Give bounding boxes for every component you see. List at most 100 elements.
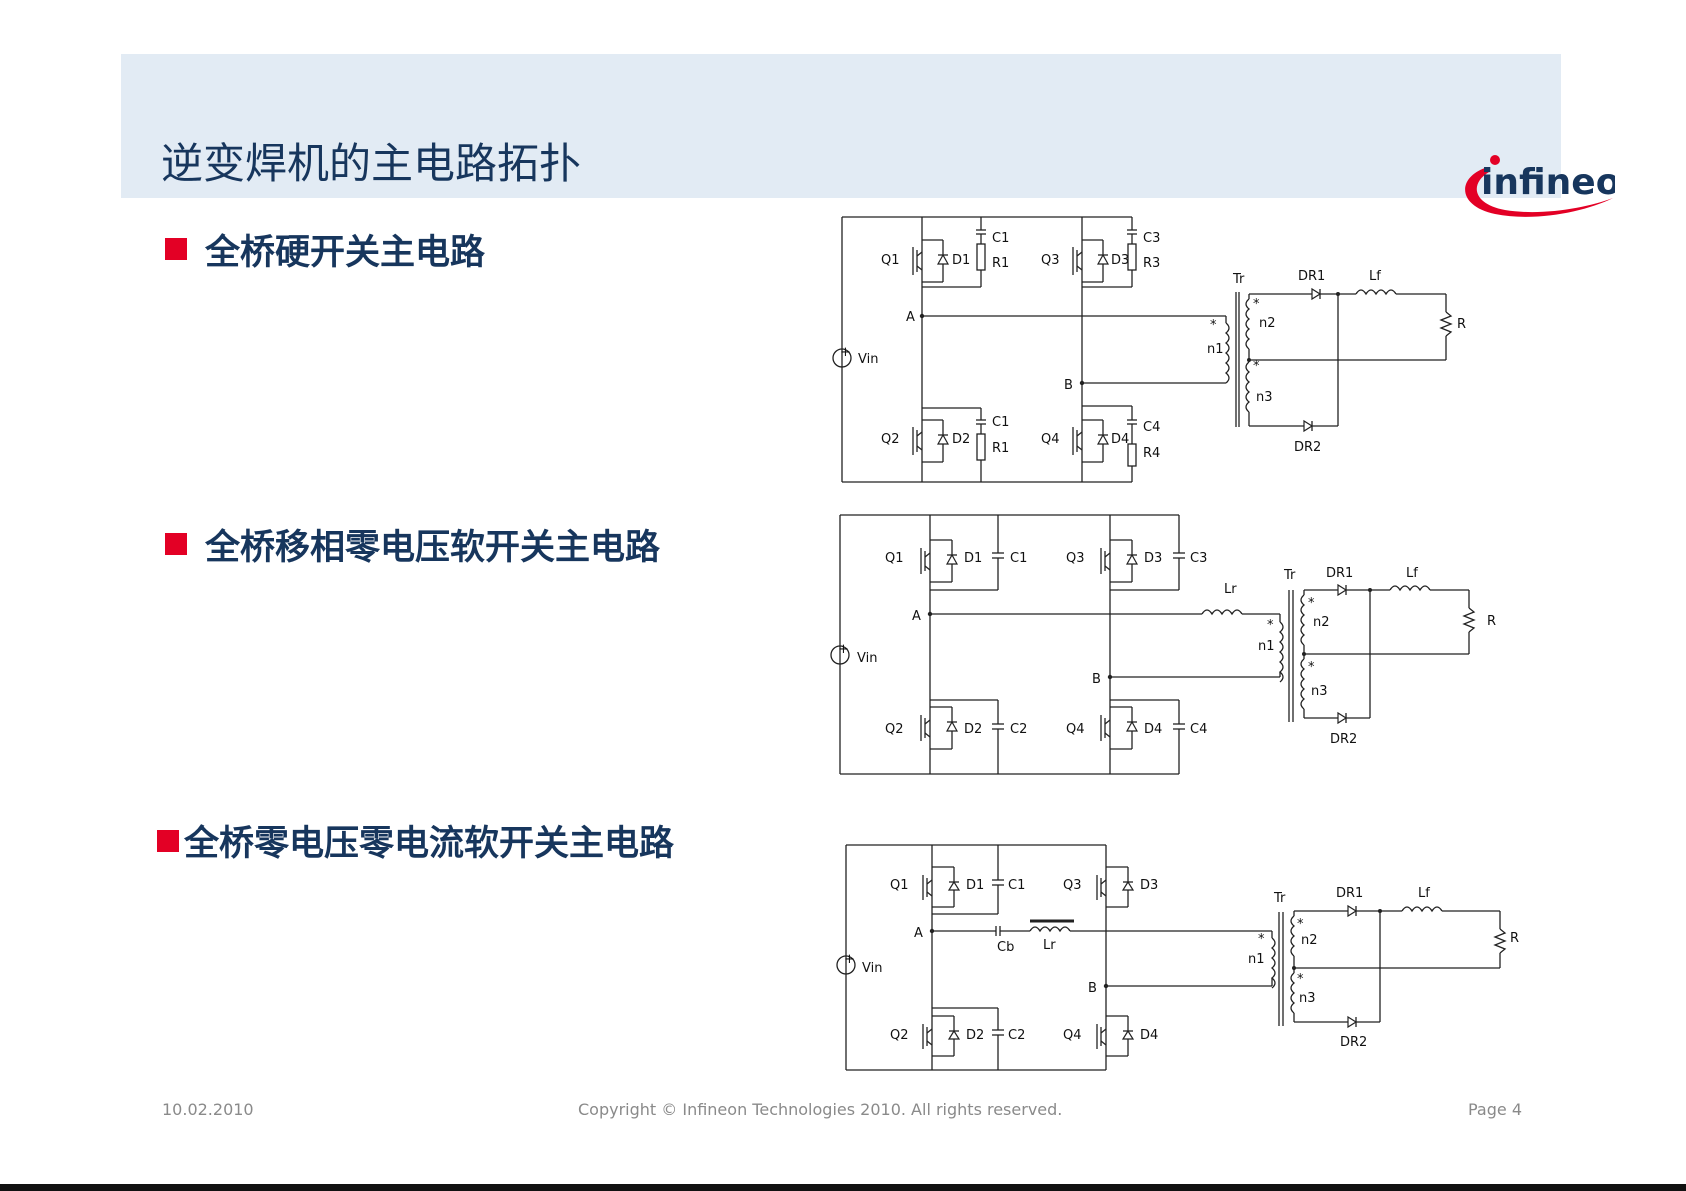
svg-text:Lf: Lf — [1406, 566, 1418, 581]
label-n3: n3 — [1256, 390, 1273, 405]
bottom-border — [0, 1184, 1686, 1191]
svg-text:*: * — [1308, 660, 1315, 675]
label-q1: Q1 — [881, 253, 900, 268]
svg-text:Q1: Q1 — [885, 551, 904, 566]
svg-text:A: A — [912, 609, 921, 624]
label-lf: Lf — [1369, 269, 1381, 284]
svg-text:D2: D2 — [964, 722, 982, 737]
bullet-text-3: 全桥零电压零电流软开关主电路 — [184, 824, 675, 864]
svg-text:D4: D4 — [1144, 722, 1162, 737]
svg-text:DR2: DR2 — [1340, 1035, 1367, 1050]
svg-text:Vin: Vin — [857, 651, 877, 666]
svg-text:n3: n3 — [1311, 684, 1328, 699]
svg-text:*: * — [1253, 297, 1260, 312]
svg-text:*: * — [1297, 972, 1304, 987]
svg-text:*: * — [1297, 917, 1304, 932]
svg-text:Tr: Tr — [1283, 568, 1296, 583]
svg-text:B: B — [1088, 981, 1097, 996]
svg-text:D3: D3 — [1140, 878, 1158, 893]
label-d2: D2 — [952, 432, 970, 447]
svg-text:Vin: Vin — [862, 961, 882, 976]
svg-text:Q1: Q1 — [890, 878, 909, 893]
svg-text:D3: D3 — [1144, 551, 1162, 566]
circuit-diagram-phase-shift-zvs: + Vin A Q1 D1 C1 Q2 D2 C2 B Q3 D3 C3 Q4 … — [830, 514, 1496, 775]
svg-text:Q3: Q3 — [1066, 551, 1085, 566]
label-cb: Cb — [997, 940, 1014, 955]
label-lr: Lr — [1224, 582, 1237, 597]
svg-text:n1: n1 — [1258, 639, 1275, 654]
label-n2: n2 — [1259, 316, 1276, 331]
svg-text:D1: D1 — [966, 878, 984, 893]
bullet-marker — [157, 830, 179, 852]
svg-text:C4: C4 — [1190, 722, 1207, 737]
label-vin: Vin — [858, 352, 878, 367]
svg-text:C3: C3 — [1190, 551, 1207, 566]
svg-text:R1: R1 — [992, 441, 1009, 456]
label-tr: Tr — [1232, 272, 1245, 287]
bullet-text-2: 全桥移相零电压软开关主电路 — [205, 528, 661, 568]
svg-text:R: R — [1487, 614, 1496, 629]
svg-text:R1: R1 — [992, 256, 1009, 271]
bullet-text-1: 全桥硬开关主电路 — [205, 233, 486, 273]
footer-copyright: Copyright © Infineon Technologies 2010. … — [578, 1100, 1063, 1119]
svg-text:B: B — [1092, 672, 1101, 687]
circuit-diagram-zvzcs: + Vin A Cb Lr Q1 D1 C1 Q2 D2 C2 B Q3 D3 … — [836, 844, 1519, 1071]
svg-text:n2: n2 — [1313, 615, 1330, 630]
svg-text:C2: C2 — [1010, 722, 1027, 737]
page-title: 逆变焊机的主电路拓扑 — [161, 139, 582, 188]
node-b: B — [1064, 378, 1073, 393]
svg-text:Q4: Q4 — [1066, 722, 1085, 737]
label-q4: Q4 — [1041, 432, 1060, 447]
svg-text:A: A — [914, 926, 923, 941]
label-q2: Q2 — [881, 432, 900, 447]
label-dr1: DR1 — [1298, 269, 1325, 284]
label-d1: D1 — [952, 253, 970, 268]
bullet-marker — [165, 238, 187, 260]
footer-page-number: Page 4 — [1468, 1100, 1522, 1119]
svg-text:n3: n3 — [1299, 991, 1316, 1006]
footer-date: 10.02.2010 — [162, 1100, 254, 1119]
svg-text:R4: R4 — [1143, 446, 1160, 461]
svg-text:C3: C3 — [1143, 231, 1160, 246]
svg-text:DR1: DR1 — [1336, 886, 1363, 901]
label-dr2: DR2 — [1294, 440, 1321, 455]
label-n1: n1 — [1207, 342, 1224, 357]
svg-text:D1: D1 — [964, 551, 982, 566]
svg-text:Q2: Q2 — [885, 722, 904, 737]
infineon-logo: infineon — [1465, 155, 1615, 217]
svg-text:C2: C2 — [1008, 1028, 1025, 1043]
svg-text:*: * — [1253, 359, 1260, 374]
svg-text:R3: R3 — [1143, 256, 1160, 271]
svg-text:*: * — [1308, 596, 1315, 611]
svg-text:infineon: infineon — [1481, 162, 1615, 203]
svg-text:C1: C1 — [992, 415, 1009, 430]
svg-text:*: * — [1267, 618, 1274, 633]
svg-text:R: R — [1510, 931, 1519, 946]
svg-text:C1: C1 — [992, 231, 1009, 246]
svg-text:DR1: DR1 — [1326, 566, 1353, 581]
header-band: 逆变焊机的主电路拓扑 infineon — [121, 54, 1615, 217]
svg-text:DR2: DR2 — [1330, 732, 1357, 747]
svg-text:C4: C4 — [1143, 420, 1160, 435]
svg-text:Q2: Q2 — [890, 1028, 909, 1043]
bullet-marker — [165, 533, 187, 555]
label-d3: D3 — [1111, 253, 1129, 268]
svg-text:Lf: Lf — [1418, 886, 1430, 901]
svg-text:Q4: Q4 — [1063, 1028, 1082, 1043]
label-r: R — [1457, 317, 1466, 332]
svg-text:D4: D4 — [1140, 1028, 1158, 1043]
svg-text:C1: C1 — [1008, 878, 1025, 893]
svg-text:n2: n2 — [1301, 933, 1318, 948]
svg-text:*: * — [1258, 932, 1265, 947]
label-q3: Q3 — [1041, 253, 1060, 268]
svg-text:+: + — [840, 345, 851, 360]
svg-text:C1: C1 — [1010, 551, 1027, 566]
svg-text:*: * — [1210, 318, 1217, 333]
svg-text:D2: D2 — [966, 1028, 984, 1043]
label-d4: D4 — [1111, 432, 1129, 447]
svg-text:Q3: Q3 — [1063, 878, 1082, 893]
svg-text:n1: n1 — [1248, 952, 1265, 967]
svg-text:+: + — [844, 952, 855, 967]
node-a: A — [906, 310, 915, 325]
svg-text:Tr: Tr — [1273, 891, 1286, 906]
